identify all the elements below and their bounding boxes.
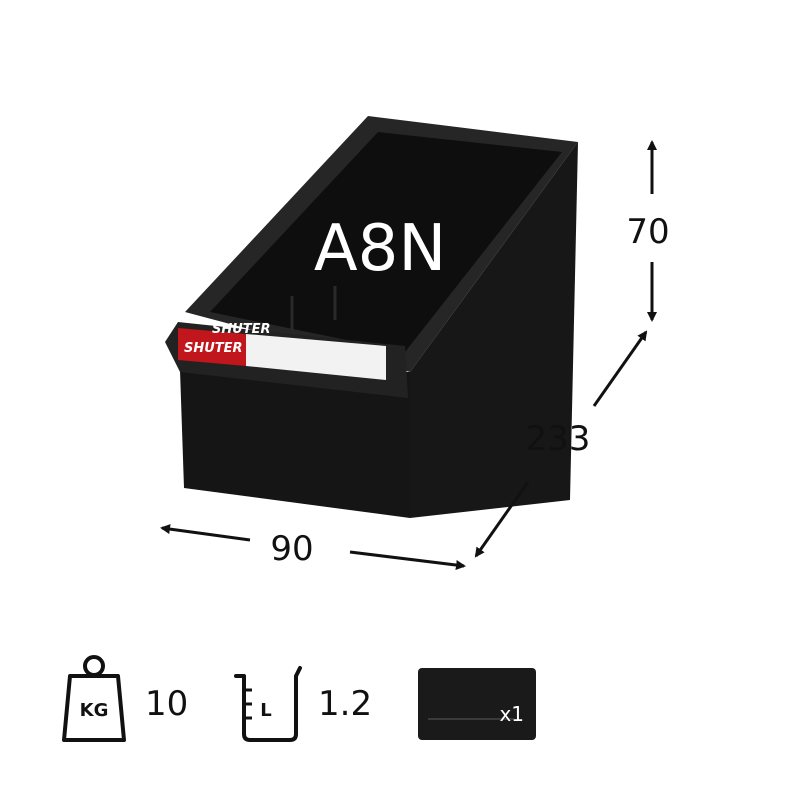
bin-right-side <box>410 142 578 518</box>
depth-label: 233 <box>526 419 591 459</box>
width-dimension: 90 <box>160 524 466 570</box>
weight-value: 10 <box>145 684 189 724</box>
height-dimension: 70 <box>626 140 670 322</box>
width-label: 90 <box>270 529 313 569</box>
weight-spec: 10 <box>145 684 188 724</box>
depth-arrow-up <box>592 330 648 407</box>
depth-dimension: 233 <box>474 330 648 558</box>
weight-icon-text: KG <box>80 700 109 721</box>
depth-arrow-down <box>474 481 530 558</box>
volume-spec: 1.2 <box>318 684 372 724</box>
model-name: A8N <box>314 212 446 286</box>
storage-bin: SHUTER SHUTER A8N <box>165 116 578 518</box>
brand-label: SHUTER SHUTER <box>178 322 386 380</box>
width-arrow-right <box>349 550 466 570</box>
weight-icon: KG <box>62 655 126 742</box>
volume-value: 1.2 <box>318 684 373 724</box>
divider-quantity: x1 <box>499 702 524 726</box>
bin-front <box>180 370 410 518</box>
bin-interior <box>210 132 562 352</box>
brand-label-text-top: SHUTER <box>212 322 271 337</box>
volume-icon-text: L <box>260 700 271 721</box>
height-label: 70 <box>626 212 669 252</box>
volume-icon: L <box>234 666 302 742</box>
divider-slot <box>428 718 514 720</box>
width-arrow-left <box>160 524 251 542</box>
divider-card: x1 <box>418 668 536 740</box>
brand-label-text: SHUTER <box>184 341 243 356</box>
